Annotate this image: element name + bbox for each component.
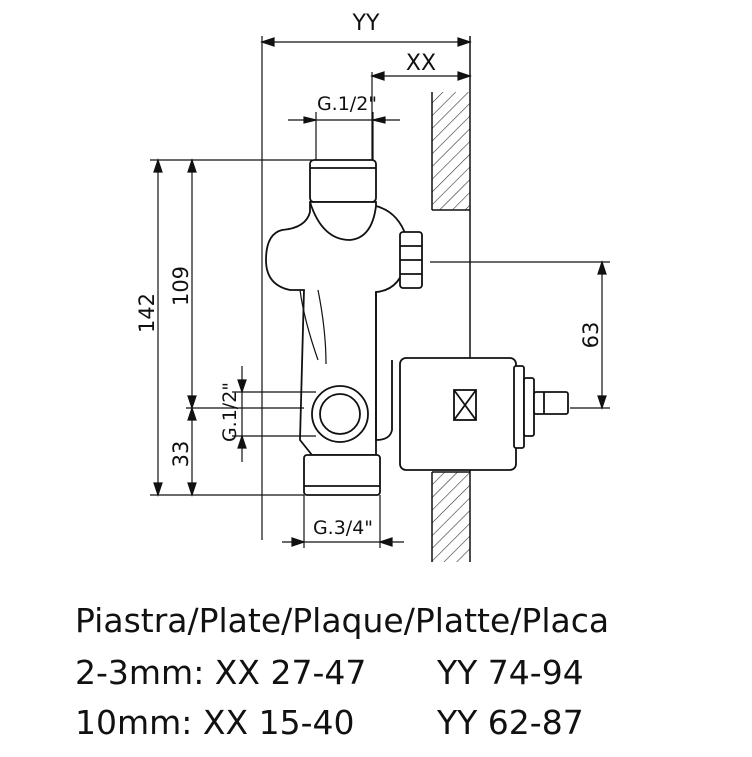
caption-row-1-right: YY 74-94 bbox=[437, 653, 584, 692]
left-dimensions bbox=[150, 158, 312, 497]
cartridge-housing bbox=[399, 357, 569, 471]
caption-row-1: 2-3mm: XX 27-47 YY 74-94 bbox=[75, 656, 584, 689]
caption-title: Piastra/Plate/Plaque/Platte/Placa bbox=[75, 601, 610, 640]
top-thread-label: G.1/2" bbox=[317, 93, 377, 115]
xx-label: XX bbox=[406, 51, 436, 76]
wall-lower bbox=[431, 471, 470, 562]
dim-142-label: 142 bbox=[135, 293, 159, 333]
side-thread-label: G.1/2" bbox=[219, 382, 241, 442]
yy-label: YY bbox=[352, 11, 380, 36]
dim-109-label: 109 bbox=[169, 266, 193, 306]
caption-row-2: 10mm: XX 15-40 YY 62-87 bbox=[75, 706, 584, 739]
valve-body bbox=[265, 159, 423, 496]
dim-63-label: 63 bbox=[579, 322, 603, 349]
bottom-thread-label: G.3/4" bbox=[313, 517, 373, 539]
side-port bbox=[311, 385, 369, 443]
caption-row-2-right: YY 62-87 bbox=[437, 703, 584, 742]
yy-dimension bbox=[260, 36, 472, 540]
xx-dimension bbox=[370, 71, 472, 168]
top-thread-dimension bbox=[288, 112, 400, 160]
caption-row-1-left: 2-3mm: XX 27-47 bbox=[75, 653, 367, 692]
caption-row-2-left: 10mm: XX 15-40 bbox=[75, 703, 355, 742]
side-thread-dimension bbox=[232, 366, 316, 462]
dim-33-label: 33 bbox=[169, 441, 193, 468]
bottom-thread-dimension bbox=[282, 495, 404, 548]
dim-63 bbox=[430, 260, 610, 410]
wall-upper bbox=[431, 92, 470, 211]
